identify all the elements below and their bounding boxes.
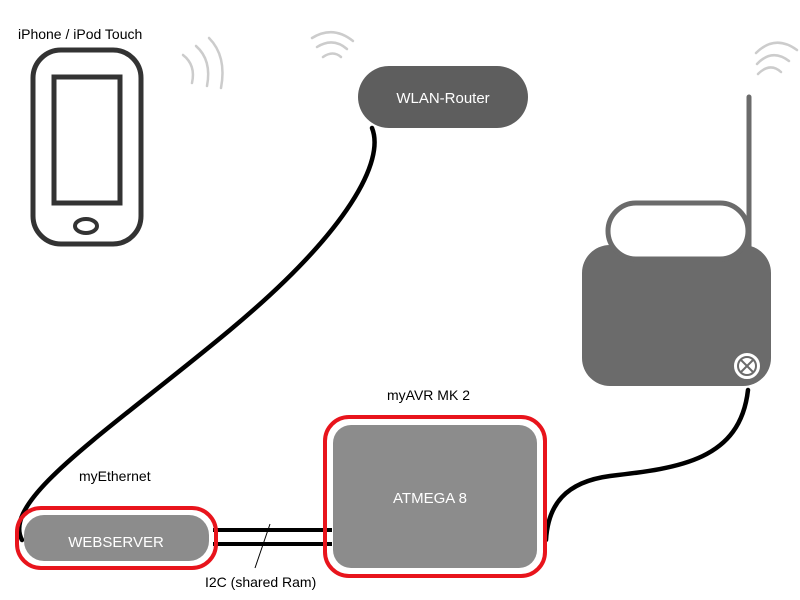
router-label: WLAN-Router: [396, 90, 489, 107]
ethernet-label: myEthernet: [79, 468, 151, 484]
i2c-label: I2C (shared Ram): [205, 574, 316, 590]
phone-icon: [30, 47, 144, 247]
ethernet-highlight: [15, 506, 218, 570]
atmega-label: ATMEGA 8: [393, 490, 467, 507]
i2c-bus: [213, 528, 332, 546]
router-box: [358, 66, 528, 128]
phone-signal-icon: [181, 36, 224, 90]
webserver-box: [24, 515, 209, 561]
cable-atmega-radio: [543, 387, 751, 543]
mk2-label: myAVR MK 2: [387, 387, 470, 403]
i2c-label-pointer: [254, 523, 271, 569]
mk2-highlight: [323, 415, 547, 578]
phone-label: iPhone / iPod Touch: [18, 26, 142, 42]
webserver-label: WEBSERVER: [68, 534, 164, 551]
atmega-box: [333, 425, 537, 568]
cable-router-webserver: [17, 125, 377, 543]
radio-signal-icon: [754, 41, 799, 76]
router-signal-icon: [310, 31, 355, 59]
radio-module-icon: [582, 94, 771, 386]
